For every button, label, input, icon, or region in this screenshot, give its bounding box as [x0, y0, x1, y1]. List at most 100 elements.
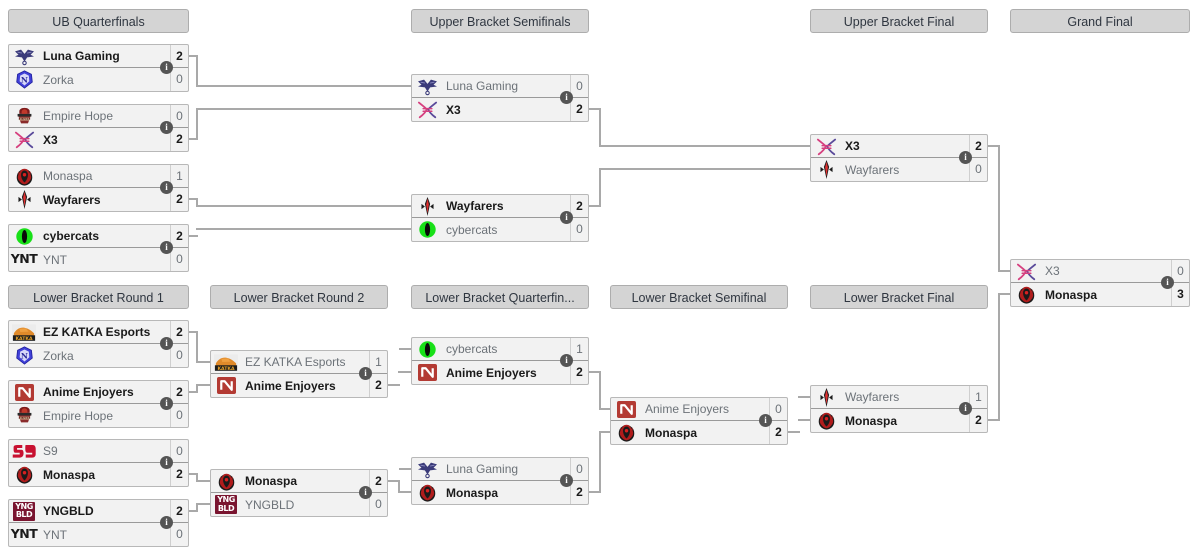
info-icon[interactable]: i: [959, 151, 972, 164]
connector-line: [196, 108, 198, 138]
team-score: 2: [570, 361, 588, 384]
info-icon[interactable]: i: [359, 486, 372, 499]
svg-text:KATKA: KATKA: [217, 365, 234, 371]
connector-line: [589, 371, 601, 373]
info-icon[interactable]: i: [160, 121, 173, 134]
connector-line: [189, 391, 198, 393]
svg-text:N: N: [20, 352, 27, 361]
monaspa-logo: [613, 422, 639, 443]
info-icon[interactable]: i: [160, 397, 173, 410]
connector-line: [599, 431, 601, 491]
info-icon[interactable]: i: [560, 474, 573, 487]
info-icon[interactable]: i: [160, 241, 173, 254]
info-icon[interactable]: i: [560, 354, 573, 367]
connector-line: [189, 510, 198, 512]
team-score: 0: [369, 493, 387, 516]
wayfarers-logo: [11, 189, 37, 210]
team-name: X3: [43, 132, 58, 147]
info-icon[interactable]: i: [359, 367, 372, 380]
team-name: cybercats: [446, 342, 498, 356]
info-icon[interactable]: i: [160, 181, 173, 194]
info-icon[interactable]: i: [959, 402, 972, 415]
info-icon[interactable]: i: [560, 211, 573, 224]
team-name: Wayfarers: [845, 162, 900, 177]
info-icon[interactable]: i: [160, 61, 173, 74]
info-icon[interactable]: i: [560, 91, 573, 104]
team-score: 0: [969, 158, 987, 181]
info-icon[interactable]: i: [160, 337, 173, 350]
team-score: 0: [170, 523, 188, 546]
team-score: 0: [170, 440, 188, 462]
team-name: X3: [446, 102, 461, 117]
monaspa-logo: [1013, 284, 1039, 305]
info-icon[interactable]: i: [759, 414, 772, 427]
svg-text:N: N: [20, 76, 27, 85]
info-icon[interactable]: i: [160, 456, 173, 469]
info-icon[interactable]: i: [160, 516, 173, 529]
connector-line: [998, 270, 1010, 272]
x3-logo: [813, 136, 839, 157]
team-score: 2: [170, 128, 188, 151]
team-name: YNT: [43, 527, 67, 542]
x3-logo: [11, 129, 37, 150]
connector-line: [196, 480, 210, 482]
empire-hope-logo: EMPIRE: [11, 106, 37, 127]
info-icon[interactable]: i: [1161, 276, 1174, 289]
